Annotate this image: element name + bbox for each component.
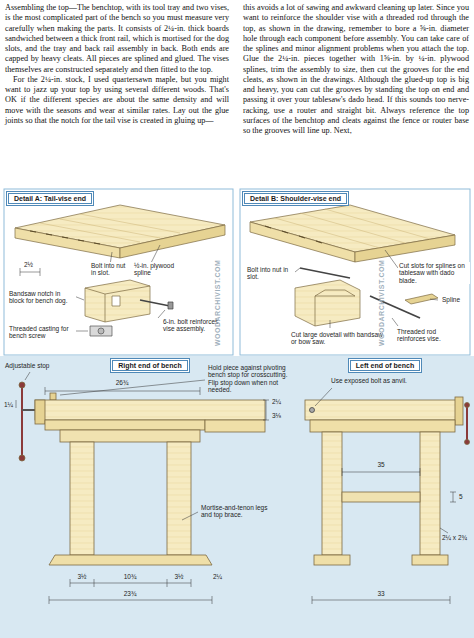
- right-end-drawing: [16, 372, 269, 604]
- detail-title: Left end of bench: [350, 360, 420, 371]
- title-text: Right end of bench: [118, 362, 181, 369]
- title-text: Left end of bench: [356, 362, 414, 369]
- dimension-label: 3⅛: [271, 412, 282, 419]
- dimension-label: 2½: [23, 261, 34, 268]
- dimension-label: 3½: [173, 573, 184, 580]
- dimension-label: 26¾: [115, 379, 130, 386]
- watermark: WOODARCHIVIST.COM: [214, 260, 221, 346]
- detail-title: Detail A: Tail-vise end: [8, 193, 92, 204]
- callout-label: Bolt into nut in slot.: [246, 266, 294, 281]
- dimension-label: 10¾: [123, 573, 138, 580]
- callout-label: Bandsaw notch in block for bench dog.: [8, 290, 76, 305]
- callout-label: Mortise-and-tenon legs and top brace.: [200, 504, 274, 519]
- detail-panels: [4, 189, 470, 355]
- title-text: Detail B: Shoulder-vise end: [250, 195, 341, 202]
- dimension-label: 33: [376, 590, 385, 597]
- dimension-label: 5: [458, 493, 464, 500]
- article-column: this avoids a lot of sawing and awkward …: [243, 3, 469, 136]
- left-end-drawing: [305, 388, 470, 604]
- dimension-label: 2¼: [212, 573, 223, 580]
- callout-label: Threaded rod reinforces vise.: [396, 328, 464, 343]
- detail-title: Right end of bench: [112, 360, 187, 371]
- tail-vise-drawing: [15, 205, 225, 336]
- callout-label: Use exposed bolt as anvil.: [330, 377, 424, 384]
- callout-label: Bolt into nut in slot.: [90, 262, 132, 277]
- callout-label: Hold piece against pivoting bench stop f…: [207, 364, 297, 394]
- callout-label: Cut large dovetail with bandsaw or bow s…: [290, 331, 384, 346]
- title-text: Detail A: Tail-vise end: [14, 195, 86, 202]
- dimension-label: Spline: [441, 296, 461, 303]
- callout-label: ½-in. plywood spline: [133, 262, 181, 277]
- dimension-label: 2¼ x 2¾: [441, 534, 468, 541]
- watermark: WOODARCHIVIST.COM: [378, 260, 385, 346]
- callout-label: Threaded casting for bench screw: [8, 325, 76, 340]
- dimension-label: 3½: [76, 573, 87, 580]
- detail-title: Detail B: Shoulder-vise end: [244, 193, 347, 204]
- callout-label: Cut slots for splines on tablesaw with d…: [398, 262, 470, 284]
- article-paragraph: Assembling the top—The benchtop, with it…: [5, 3, 229, 75]
- dimension-label: 2¼: [271, 398, 282, 405]
- dimension-label: 23¾: [123, 590, 138, 597]
- callout-label: 6-in. bolt reinforces vise assembly.: [162, 318, 222, 333]
- dimension-label: 1¼: [3, 401, 14, 408]
- article-column: Assembling the top—The benchtop, with it…: [5, 3, 229, 126]
- article-paragraph: this avoids a lot of sawing and awkward …: [243, 3, 469, 136]
- dimension-label: 35: [376, 461, 385, 468]
- dimension-label: Adjustable stop: [4, 362, 50, 369]
- lower-ground: [0, 356, 474, 638]
- article-paragraph: For the 2¼-in. stock, I used quartersawn…: [5, 75, 229, 126]
